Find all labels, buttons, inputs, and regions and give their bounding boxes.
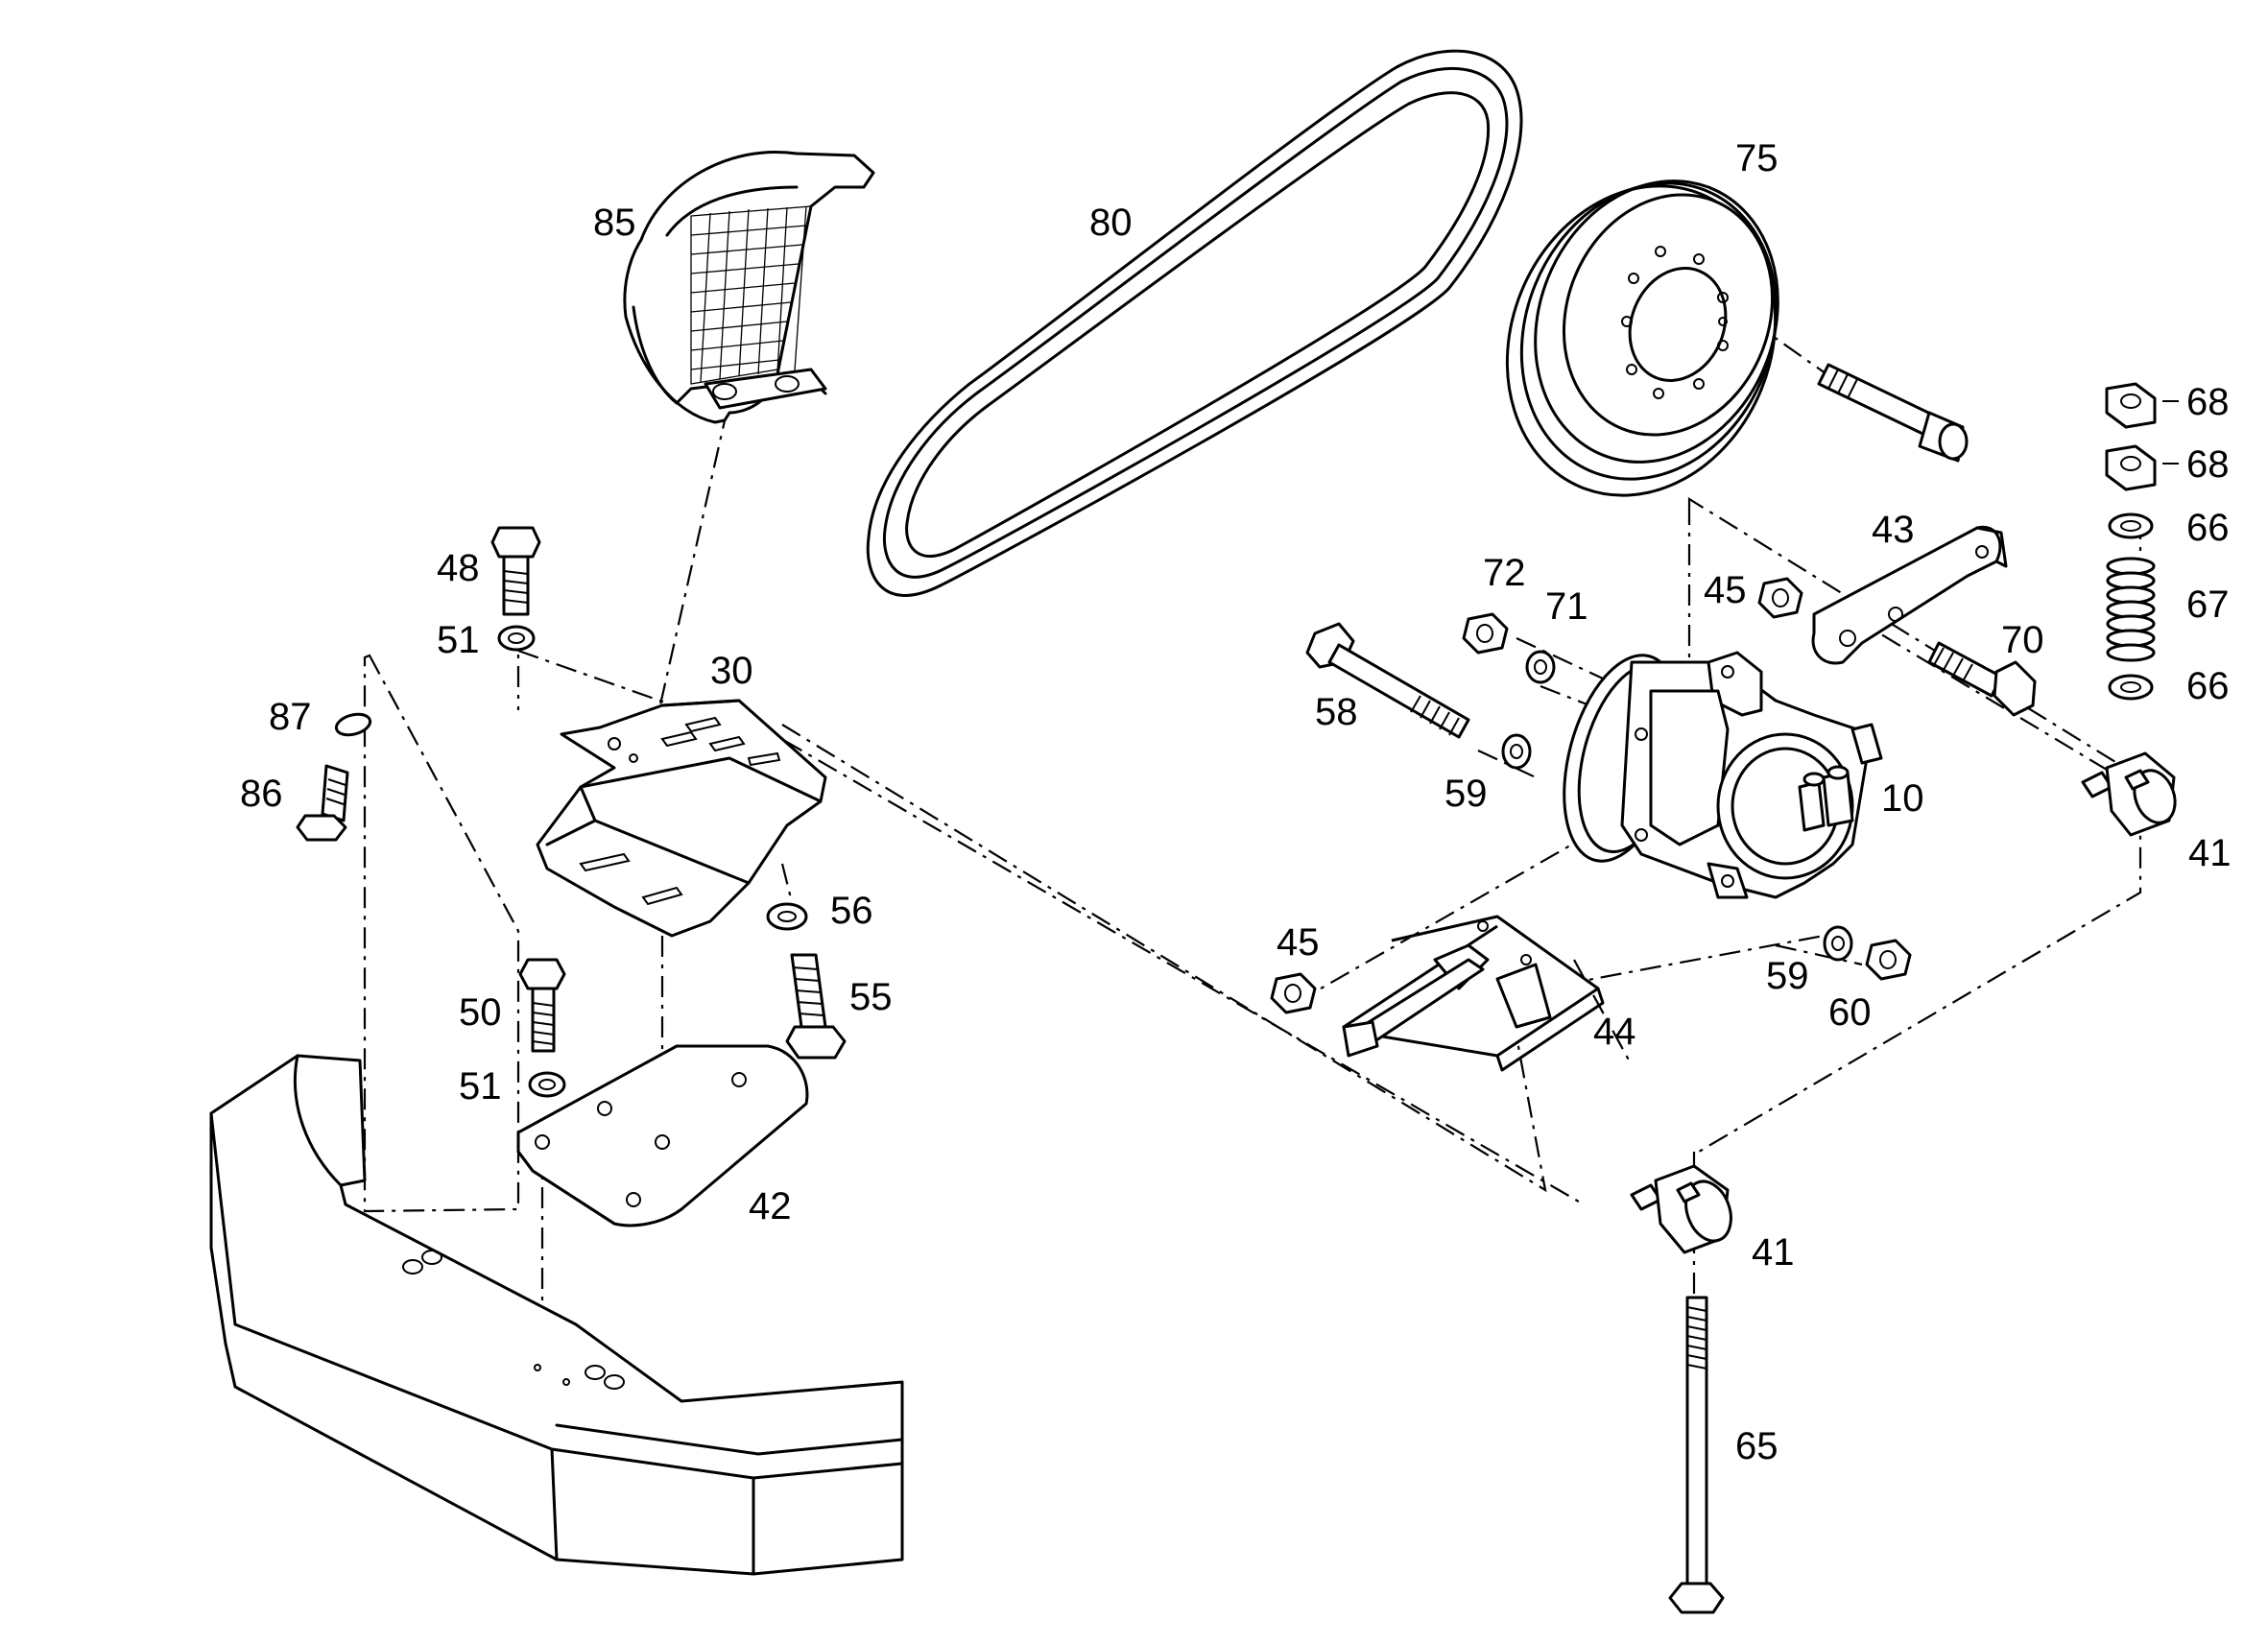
callout-41b: 41 bbox=[1752, 1231, 1795, 1274]
washer-87 bbox=[334, 712, 372, 737]
nut-68-top bbox=[2105, 382, 2157, 429]
callout-58: 58 bbox=[1315, 691, 1358, 733]
callout-68b: 68 bbox=[2186, 443, 2230, 486]
tension-arm-43 bbox=[1811, 525, 2008, 665]
long-rod-65 bbox=[1668, 1296, 1725, 1614]
callout-80: 80 bbox=[1089, 202, 1133, 244]
callout-59b: 59 bbox=[1766, 955, 1809, 997]
callout-71: 71 bbox=[1545, 585, 1588, 628]
washer-71 bbox=[1525, 650, 1556, 684]
bolt-55 bbox=[785, 953, 847, 1060]
rod-end-41-lower bbox=[1630, 1164, 1732, 1254]
callout-65: 65 bbox=[1735, 1425, 1779, 1467]
callout-48: 48 bbox=[437, 547, 480, 589]
pulley bbox=[1505, 179, 1969, 497]
bracket-44 bbox=[1342, 915, 1605, 1072]
nut-45-lower bbox=[1270, 972, 1317, 1014]
leader-lines bbox=[2162, 400, 2179, 465]
washer-56 bbox=[766, 902, 808, 931]
callout-85: 85 bbox=[593, 202, 636, 244]
plate bbox=[516, 1044, 809, 1227]
callout-56: 56 bbox=[830, 890, 873, 932]
callout-50: 50 bbox=[459, 991, 502, 1034]
callout-66a: 66 bbox=[2186, 507, 2230, 549]
callout-43: 43 bbox=[1872, 509, 1915, 551]
bracket bbox=[536, 699, 827, 938]
callout-10: 10 bbox=[1881, 777, 1924, 820]
callout-66b: 66 bbox=[2186, 665, 2230, 707]
callout-labels: 85 80 75 68 68 66 67 66 43 72 71 45 70 4… bbox=[240, 137, 2232, 1467]
rod-end-41-upper bbox=[2081, 751, 2177, 837]
nut-60 bbox=[1865, 939, 1912, 981]
callout-45b: 45 bbox=[1277, 921, 1320, 964]
bolt-86 bbox=[296, 764, 349, 842]
long-bolt-58 bbox=[1305, 622, 1470, 739]
washer-51-upper bbox=[497, 625, 536, 652]
belt-guard bbox=[623, 151, 875, 424]
callout-55: 55 bbox=[849, 976, 893, 1018]
nut-68-second bbox=[2105, 444, 2157, 491]
washer-51-lower bbox=[528, 1071, 566, 1098]
washer-66-bottom bbox=[2108, 674, 2154, 701]
callout-87: 87 bbox=[269, 696, 312, 738]
callout-60: 60 bbox=[1828, 991, 1872, 1034]
callout-45a: 45 bbox=[1704, 569, 1747, 611]
callout-72: 72 bbox=[1483, 552, 1526, 594]
nut-72 bbox=[1462, 612, 1509, 655]
washer-66-top bbox=[2108, 512, 2154, 539]
callout-67: 67 bbox=[2186, 584, 2230, 626]
counterweight bbox=[209, 1054, 904, 1576]
bolt-50 bbox=[518, 958, 566, 1053]
callout-51a: 51 bbox=[437, 619, 480, 661]
washer-59-lower bbox=[1823, 925, 1853, 962]
callout-59a: 59 bbox=[1444, 773, 1488, 815]
callout-44: 44 bbox=[1593, 1011, 1636, 1053]
callout-75: 75 bbox=[1735, 137, 1779, 179]
callout-68a: 68 bbox=[2186, 381, 2230, 423]
callout-51b: 51 bbox=[459, 1065, 502, 1108]
callout-42: 42 bbox=[749, 1185, 792, 1227]
v-belt bbox=[866, 49, 1523, 597]
callout-41a: 41 bbox=[2188, 832, 2232, 874]
spring-67 bbox=[2106, 557, 2156, 662]
bolt-48 bbox=[490, 526, 541, 616]
bolt-70 bbox=[1927, 641, 2037, 717]
compressor bbox=[1563, 651, 1883, 899]
nut-45-upper bbox=[1757, 577, 1803, 619]
callout-30: 30 bbox=[710, 650, 753, 692]
callout-70: 70 bbox=[2001, 619, 2044, 661]
callout-86: 86 bbox=[240, 773, 283, 815]
washer-59-upper bbox=[1501, 733, 1532, 770]
